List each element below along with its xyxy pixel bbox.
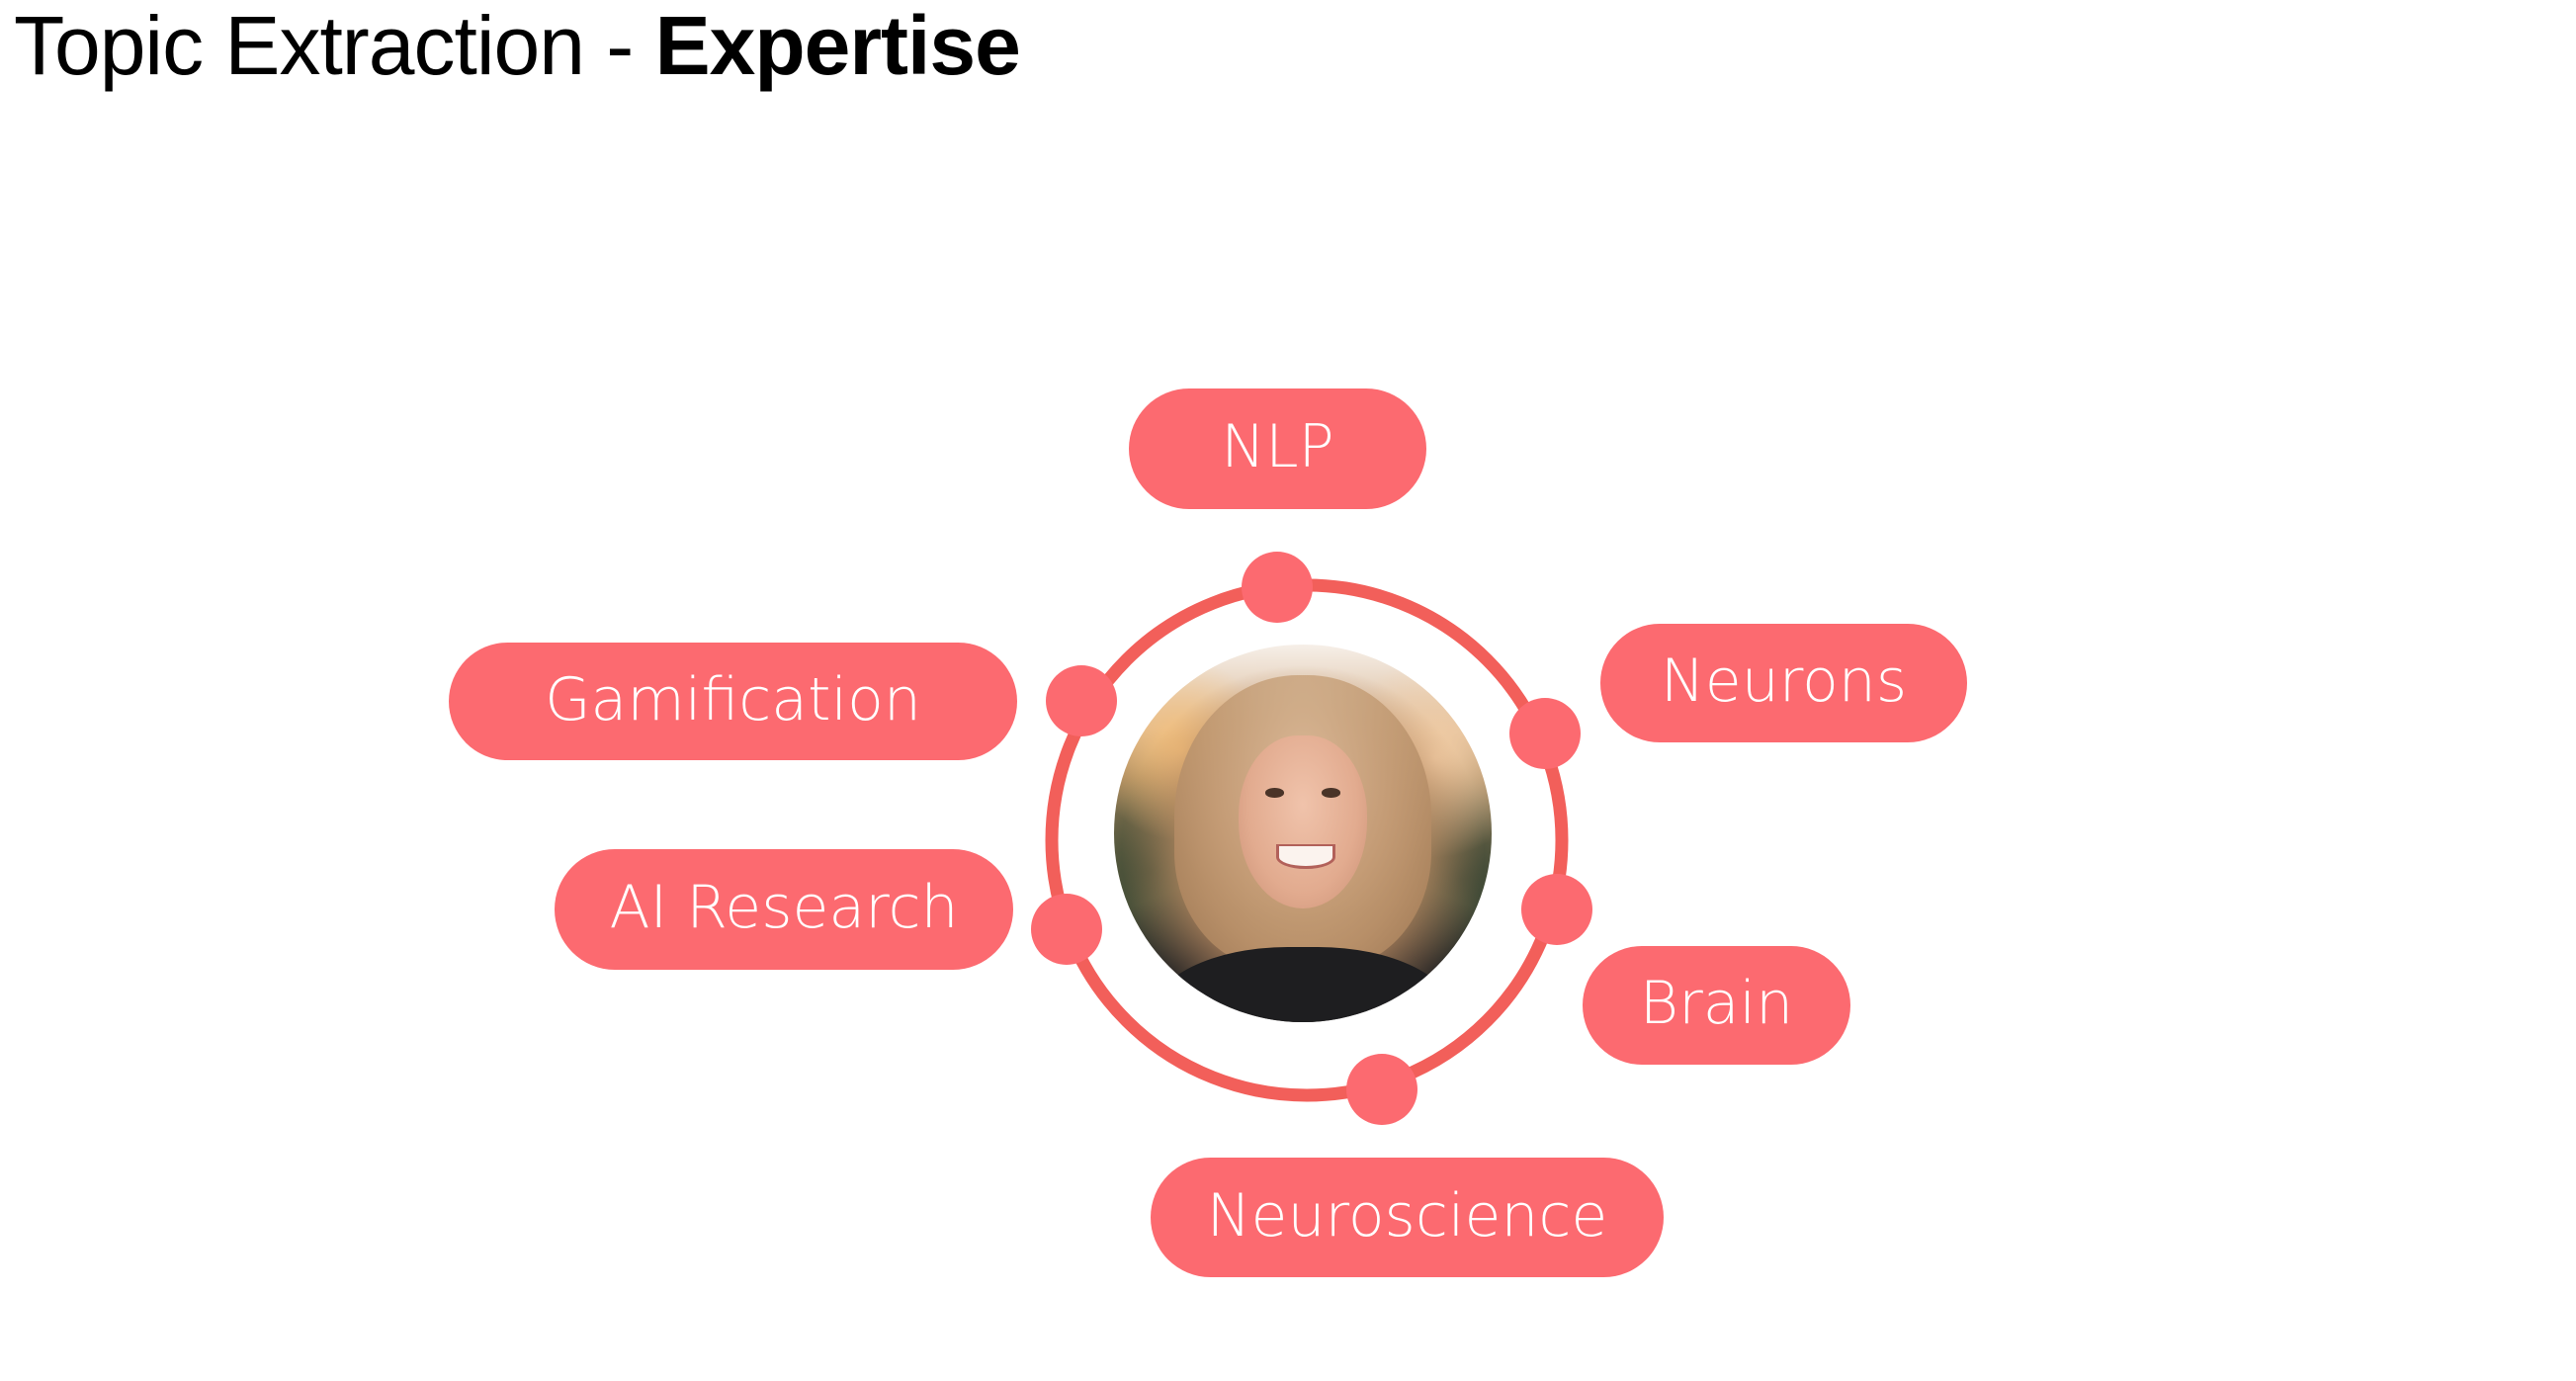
- page-title-emphasis: Expertise: [654, 0, 1021, 92]
- topic-label: Brain: [1639, 969, 1794, 1038]
- profile-photo: [1114, 645, 1492, 1022]
- photo-eye-left: [1264, 788, 1284, 798]
- connector-dot-neuroscience: [1346, 1054, 1417, 1125]
- topic-label: Neurons: [1660, 647, 1908, 716]
- page-title: Topic Extraction - Expertise: [14, 0, 1021, 95]
- photo-clothing: [1152, 946, 1454, 1022]
- topic-label: Neuroscience: [1206, 1180, 1608, 1251]
- page-title-prefix: Topic Extraction -: [14, 0, 655, 92]
- topic-pill-brain[interactable]: Brain: [1583, 946, 1850, 1065]
- topic-label: NLP: [1221, 412, 1334, 481]
- photo-face: [1239, 734, 1367, 909]
- topic-pill-neurons[interactable]: Neurons: [1600, 624, 1967, 742]
- topic-pill-gamification[interactable]: Gamification: [449, 643, 1017, 760]
- topic-label: Gamification: [545, 664, 921, 734]
- connector-dot-gamification: [1046, 665, 1117, 736]
- connector-dot-brain: [1521, 874, 1592, 945]
- topic-pill-nlp[interactable]: NLP: [1129, 388, 1426, 509]
- connector-dot-ai-research: [1031, 894, 1102, 965]
- photo-smile: [1276, 844, 1335, 869]
- connector-dot-neurons: [1509, 698, 1581, 769]
- topic-pill-ai-research[interactable]: AI Research: [555, 849, 1013, 970]
- connector-dot-nlp: [1242, 552, 1313, 623]
- topic-pill-neuroscience[interactable]: Neuroscience: [1151, 1158, 1664, 1277]
- topic-label: AI Research: [609, 873, 959, 942]
- photo-eye-right: [1322, 788, 1341, 798]
